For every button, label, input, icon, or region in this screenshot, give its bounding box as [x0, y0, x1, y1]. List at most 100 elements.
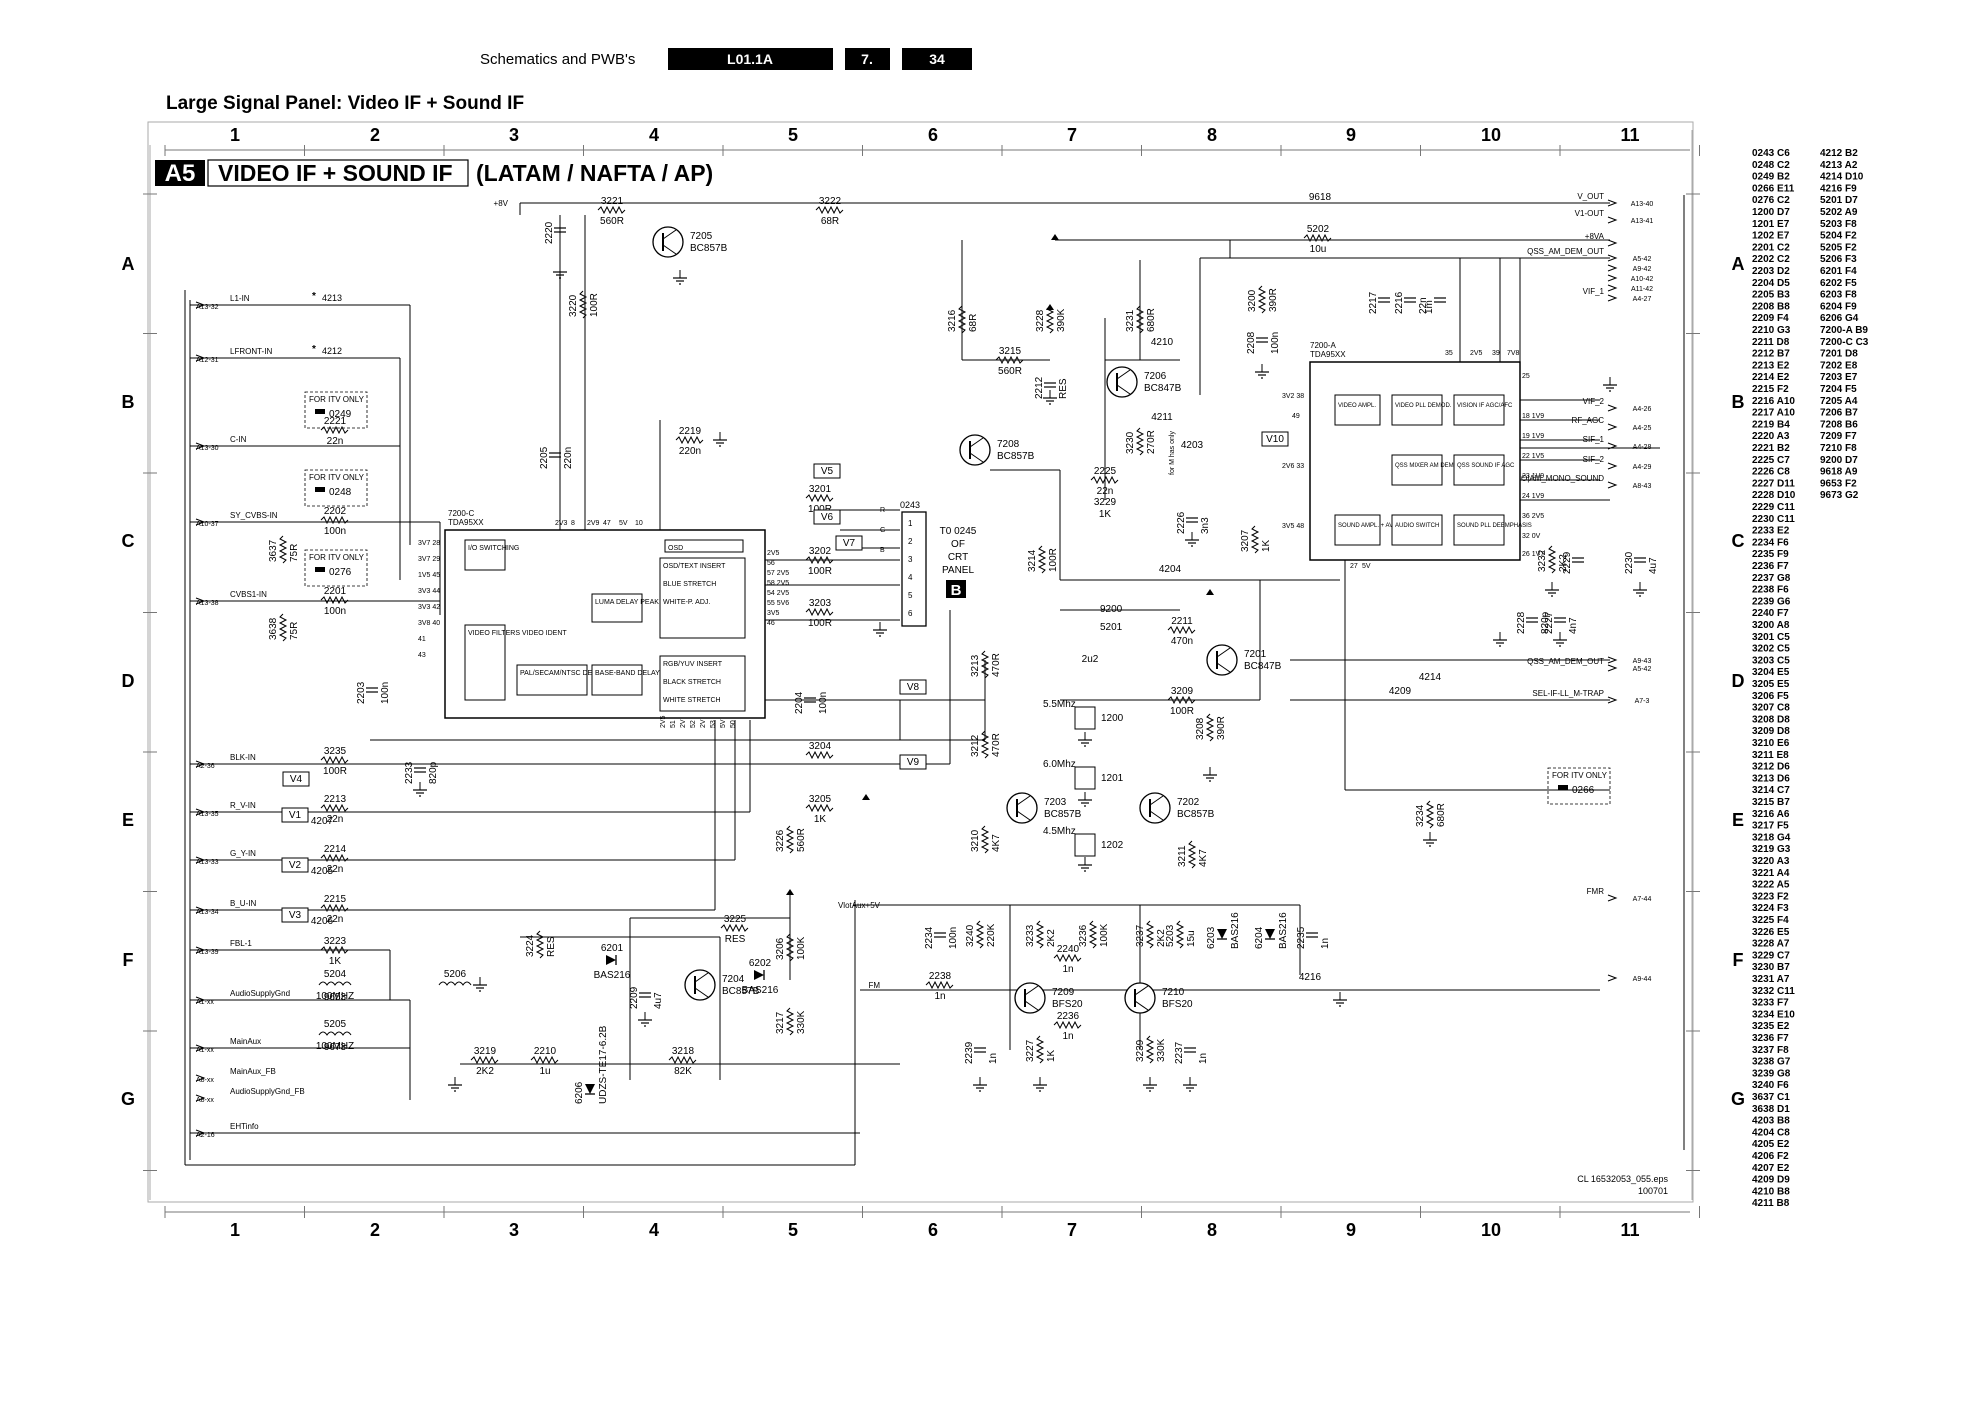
ic-pin-label: 26 1V7 [1522, 551, 1544, 558]
right-connector[interactable]: A9-42 [1607, 264, 1651, 273]
ic-pin-label: 5V [619, 520, 628, 527]
ic-block-label: VIDEO PLL DEMOD. [1395, 403, 1452, 409]
connector-arrow-icon [1607, 696, 1618, 704]
connector-net: MONO|AM_MONO_SOUND [1502, 474, 1604, 483]
ic-if-processor: 7200-A TDA95XX VIDEO AMPL.VIDEO PLL DEMO… [1282, 341, 1544, 570]
transistor-collector [1024, 985, 1039, 996]
component-value: 4n7 [1568, 617, 1579, 634]
index-entry: 4213 A2 [1820, 160, 1858, 171]
component-ref: 3220 [568, 294, 579, 317]
resistor-icon [1135, 305, 1145, 334]
component-ref: 3203 [809, 598, 832, 609]
index-entry: 2209 F4 [1752, 313, 1789, 324]
ic-pin-label: 24 1V9 [1522, 493, 1544, 500]
ground-icon [1545, 582, 1559, 597]
grid-row-label-right: C [1732, 531, 1745, 551]
right-connector[interactable]: +8VA [1585, 232, 1618, 247]
grid-col-label-bottom: 7 [1067, 1220, 1077, 1240]
filter-layer: 5.5Mhz12006.0Mhz12014.5Mhz120252012u2920… [1043, 604, 1124, 857]
resistor-icon [1053, 1020, 1082, 1030]
ic-pin-label: 46 [767, 620, 775, 627]
right-connector[interactable]: A9-44 [1607, 974, 1651, 983]
component-value: 10u [1310, 244, 1327, 255]
connector-ref: A2-16 [196, 1132, 215, 1139]
connector-arrow-icon [195, 808, 206, 816]
index-entry: 3208 D8 [1752, 714, 1790, 725]
transistor-icon [1206, 644, 1238, 676]
component: 2220 [544, 221, 566, 244]
grid-col-label-top: 10 [1481, 125, 1501, 145]
ic-pin-label: 49 [1292, 413, 1300, 420]
component-ref: 3226 [775, 829, 786, 852]
right-connector[interactable]: A9-43 [1607, 656, 1651, 665]
transistor-ref: 7206 [1144, 371, 1167, 382]
left-connector[interactable]: A13-30C-IN [195, 435, 247, 452]
component-value: 75R [289, 544, 300, 562]
resistor-icon [1257, 285, 1267, 314]
component-ref: 2237 [1174, 1041, 1185, 1064]
index-entry: 3240 F6 [1752, 1080, 1789, 1091]
connector-net: +8VA [1585, 232, 1605, 241]
left-connector[interactable]: A13-33G_Y-IN [195, 849, 256, 866]
index-entry: 5206 F3 [1820, 254, 1857, 265]
ic-block [1334, 394, 1381, 426]
supply-arrow-icon [862, 794, 870, 800]
component-value: 220n [679, 446, 701, 457]
index-entry: 5204 F2 [1820, 231, 1857, 242]
connector-arrow-icon [1607, 974, 1618, 982]
component-value: 1K [1046, 1049, 1057, 1062]
index-entry: 2215 F2 [1752, 384, 1789, 395]
voltage-probe: V2 [281, 857, 309, 873]
crt-sheet-badge [946, 580, 966, 598]
left-connector[interactable]: A13-35R_V-IN [195, 801, 256, 818]
ic-pin-label: 8 [571, 520, 575, 527]
right-connector[interactable]: A11-42 [1607, 284, 1653, 293]
filter-frequency: 6.0Mhz [1043, 759, 1076, 770]
component-value: RES [1058, 378, 1069, 399]
index-entry: 6201 F4 [1820, 266, 1857, 277]
ic-block [464, 624, 506, 701]
left-connector[interactable]: A13-34B_U-IN [195, 899, 256, 916]
index-entry: 3226 E5 [1752, 927, 1790, 938]
connector-arrow-icon [1607, 462, 1618, 470]
right-connector[interactable]: A13-40V_OUT [1577, 192, 1653, 208]
index-entry: 4212 B2 [1820, 148, 1858, 159]
connector-arrow-icon [1607, 656, 1618, 664]
supply-arrow-icon [1046, 304, 1054, 310]
right-connector[interactable]: A10-42 [1607, 274, 1653, 283]
transistor-icon [1006, 792, 1038, 824]
component-value: 22n [327, 814, 344, 825]
crt-pin-name: G [880, 527, 885, 534]
